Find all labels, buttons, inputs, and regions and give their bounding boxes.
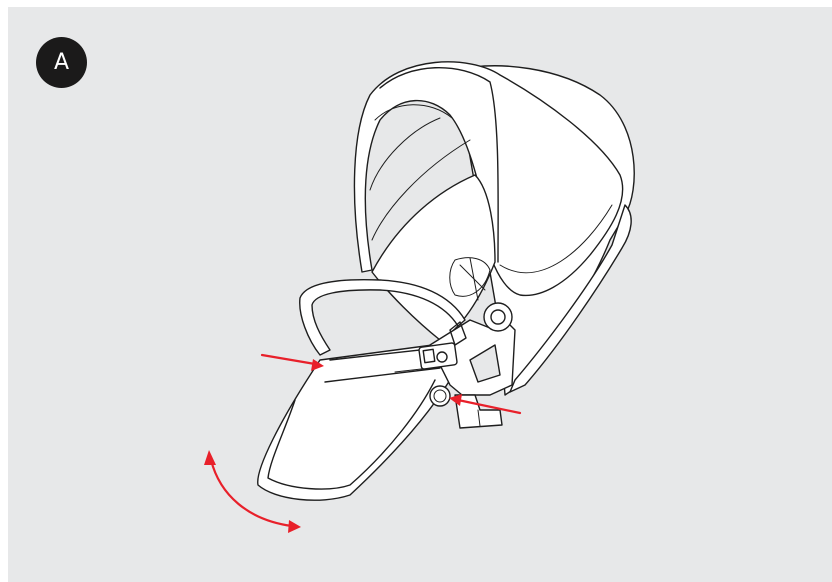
leg-rest xyxy=(257,339,471,501)
press-arrow-left-bumper-bar xyxy=(260,353,324,371)
rotate-arrow-curved xyxy=(204,450,301,533)
press-arrow-right-release-button xyxy=(449,394,522,415)
side-frame xyxy=(429,302,516,429)
release-button xyxy=(429,385,451,407)
bumper-bar xyxy=(299,278,466,356)
canopy xyxy=(353,61,624,297)
harness-buckle xyxy=(418,321,467,370)
step-label: A xyxy=(53,49,70,75)
seat-back xyxy=(371,174,496,341)
step-badge: A xyxy=(36,37,87,88)
